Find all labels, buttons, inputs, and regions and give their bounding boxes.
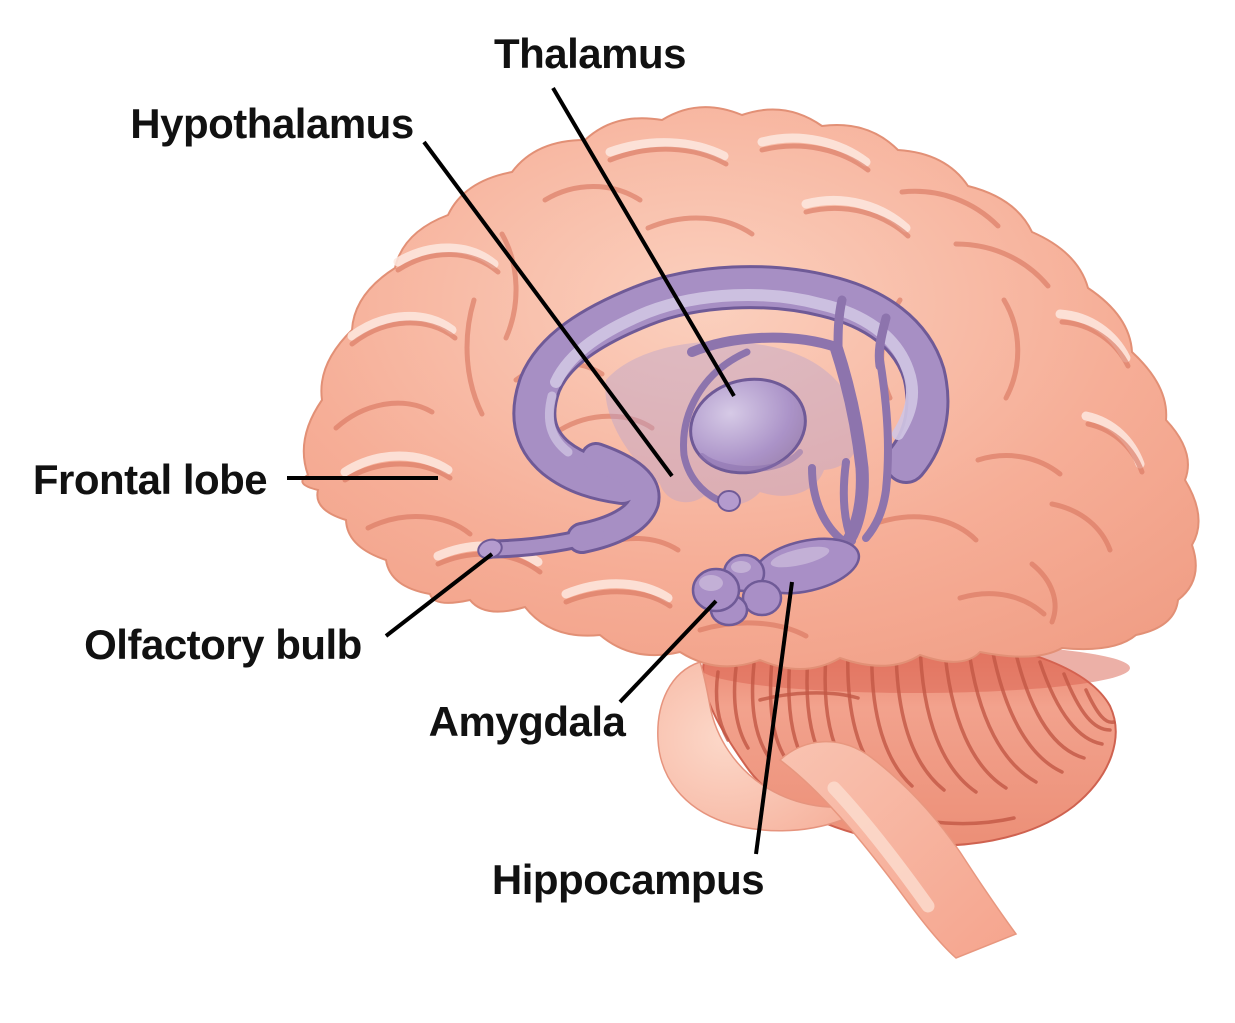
leader-line-olfactory-bulb — [384, 552, 494, 638]
fornix-crus — [687, 295, 892, 551]
hippocampus-amygdala — [691, 537, 861, 627]
brainstem-highlight — [827, 781, 935, 913]
olfactory-bulb-shape — [477, 538, 503, 560]
label-hippocampus: Hippocampus — [492, 856, 764, 903]
amygdala-lump — [741, 579, 783, 617]
label-thalamus: Thalamus — [494, 30, 686, 77]
limbic-system — [477, 265, 950, 627]
label-hypothalamus: Hypothalamus — [130, 100, 413, 147]
leader-line-thalamus — [551, 86, 736, 398]
leader-line-hippocampus — [754, 581, 794, 855]
thalamus-shape — [689, 377, 807, 475]
pons — [657, 661, 856, 832]
cortex-gyri-highlights — [340, 133, 1145, 603]
leader-line-amygdala — [618, 599, 718, 704]
label-amygdala: Amygdala — [429, 698, 627, 745]
labels: Thalamus Hypothalamus Frontal lobe Olfac… — [33, 30, 765, 903]
fornix-band — [484, 265, 950, 559]
leader-lines — [287, 86, 794, 855]
label-olfactory-bulb: Olfactory bulb — [84, 621, 362, 668]
leader-line-hypothalamus — [422, 140, 674, 478]
label-frontal-lobe: Frontal lobe — [33, 456, 267, 503]
brainstem — [778, 740, 1018, 959]
